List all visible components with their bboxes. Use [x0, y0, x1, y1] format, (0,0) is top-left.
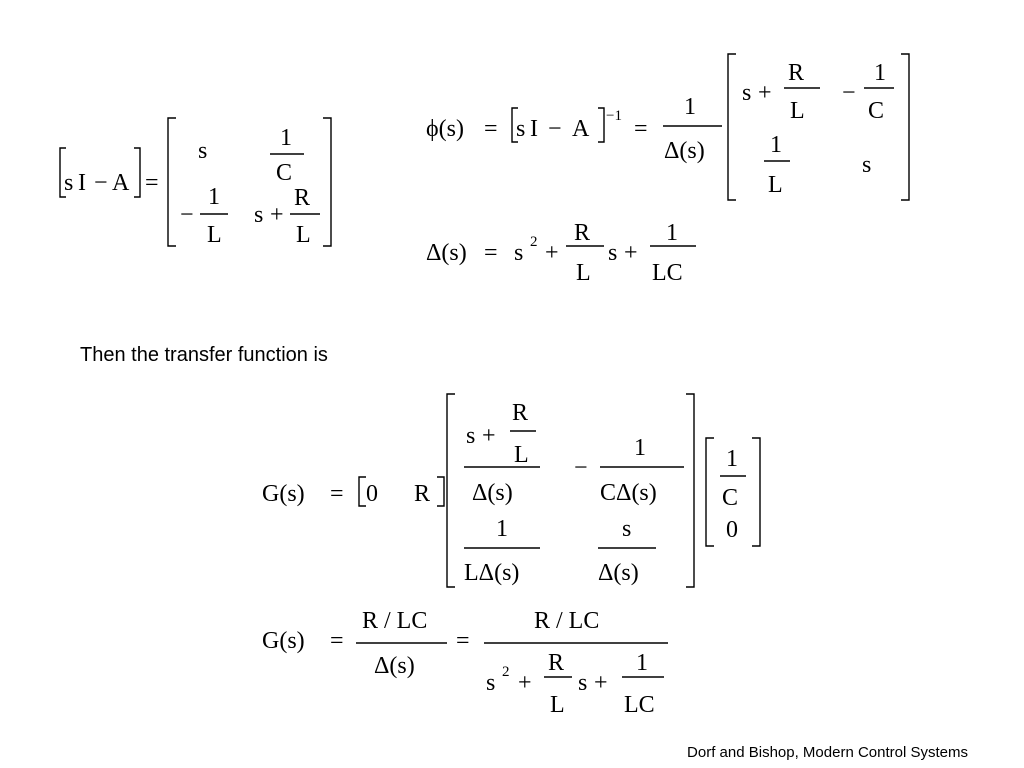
eq1-lhs-I: I — [78, 170, 86, 196]
eq3-frac2-den: LC — [652, 260, 683, 286]
eq2-m21-num: 1 — [770, 132, 782, 158]
eq5-den1: Δ(s) — [374, 653, 415, 679]
eq2-minus: − — [548, 116, 562, 142]
eq5-s: s — [486, 670, 495, 696]
eq3-sup: 2 — [530, 234, 538, 250]
eq5-num1: R / LC — [362, 608, 427, 634]
eq1-m11: s — [198, 138, 207, 164]
eq1-m22-s: s — [254, 202, 263, 228]
eq2-eq1: = — [484, 116, 498, 142]
source-caption: Dorf and Bishop, Modern Control Systems — [687, 744, 968, 761]
eq2-m22: s — [862, 152, 871, 178]
eq2-m12-den: C — [868, 98, 884, 124]
eq5-num2: R / LC — [534, 608, 599, 634]
eq1-m12-den: C — [276, 160, 292, 186]
eq3-plus1: + — [545, 240, 559, 266]
eq4-zero: 0 — [366, 481, 378, 507]
eq1-lhs-s: s — [64, 170, 73, 196]
eq1-m22-num: R — [294, 185, 310, 211]
eq5-G: G(s) — [262, 628, 305, 654]
eq2-m21-den: L — [768, 172, 783, 198]
eq1-m21-minus: − — [180, 202, 194, 228]
eq5-frac2-num: 1 — [636, 650, 648, 676]
eq4-m11-s: s — [466, 423, 475, 449]
eq5-sup: 2 — [502, 664, 510, 680]
eq1-m21-num: 1 — [208, 184, 220, 210]
eq5-plus2: + — [594, 670, 608, 696]
eq2-eq2: = — [634, 116, 648, 142]
eq4-eq: = — [330, 481, 344, 507]
eq4-m12-den: CΔ(s) — [600, 480, 657, 506]
eq1-m22-plus: + — [270, 202, 284, 228]
eq5-s2: s — [578, 670, 587, 696]
eq1-lhs-minus: − — [94, 170, 108, 196]
eq4-m12-num: 1 — [634, 435, 646, 461]
eq4-m12-minus: − — [574, 455, 588, 481]
eq2-m12-minus: − — [842, 80, 856, 106]
eq2-m11-den: L — [790, 98, 805, 124]
eq2-A: A — [572, 116, 590, 142]
eq5-frac1-num: R — [548, 650, 564, 676]
eq4-v2: 0 — [726, 517, 738, 543]
eq1-m12-num: 1 — [280, 125, 292, 151]
eq2-m11-num: R — [788, 60, 804, 86]
eq4-G: G(s) — [262, 481, 305, 507]
eq2-m11-plus: + — [758, 80, 772, 106]
eq3-frac1-num: R — [574, 220, 590, 246]
eq4-m11-plus: + — [482, 423, 496, 449]
eq4-v1-num: 1 — [726, 446, 738, 472]
eq2-frac-num: 1 — [684, 94, 696, 120]
eq4-R: R — [414, 481, 430, 507]
eq4-v1-den: C — [722, 485, 738, 511]
eq4-m22-den: Δ(s) — [598, 560, 639, 586]
eq3-frac2-num: 1 — [666, 220, 678, 246]
eq5-plus1: + — [518, 670, 532, 696]
eq3-delta: Δ(s) — [426, 240, 467, 266]
intro-text: Then the transfer function is — [80, 344, 328, 366]
eq4-m11-R: R — [512, 400, 528, 426]
eq2-m11-s: s — [742, 80, 751, 106]
eq1-m21-den: L — [207, 222, 222, 248]
eq3-frac1-den: L — [576, 260, 591, 286]
eq2-I: I — [530, 116, 538, 142]
eq1-m22-den: L — [296, 222, 311, 248]
eq5-frac2-den: LC — [624, 692, 655, 718]
eq2-phi: ϕ(s) — [426, 116, 464, 142]
eq5-eq1: = — [330, 628, 344, 654]
eq5-eq2: = — [456, 628, 470, 654]
eq2-s: s — [516, 116, 525, 142]
eq2-inverse: −1 — [606, 108, 622, 124]
eq4-m21-den: LΔ(s) — [464, 560, 519, 586]
eq5-frac1-den: L — [550, 692, 565, 718]
eq3-s2: s — [608, 240, 617, 266]
eq3-s: s — [514, 240, 523, 266]
eq2-frac-den: Δ(s) — [664, 138, 705, 164]
eq4-m22-num: s — [622, 516, 631, 542]
eq4-m21-num: 1 — [496, 516, 508, 542]
eq1-lhs-A: A — [112, 170, 130, 196]
eq4-m11-L: L — [514, 442, 529, 468]
eq2-m12-num: 1 — [874, 60, 886, 86]
eq3-plus2: + — [624, 240, 638, 266]
eq3-eq: = — [484, 240, 498, 266]
eq1-equals: = — [145, 170, 159, 196]
eq4-m11-den: Δ(s) — [472, 480, 513, 506]
